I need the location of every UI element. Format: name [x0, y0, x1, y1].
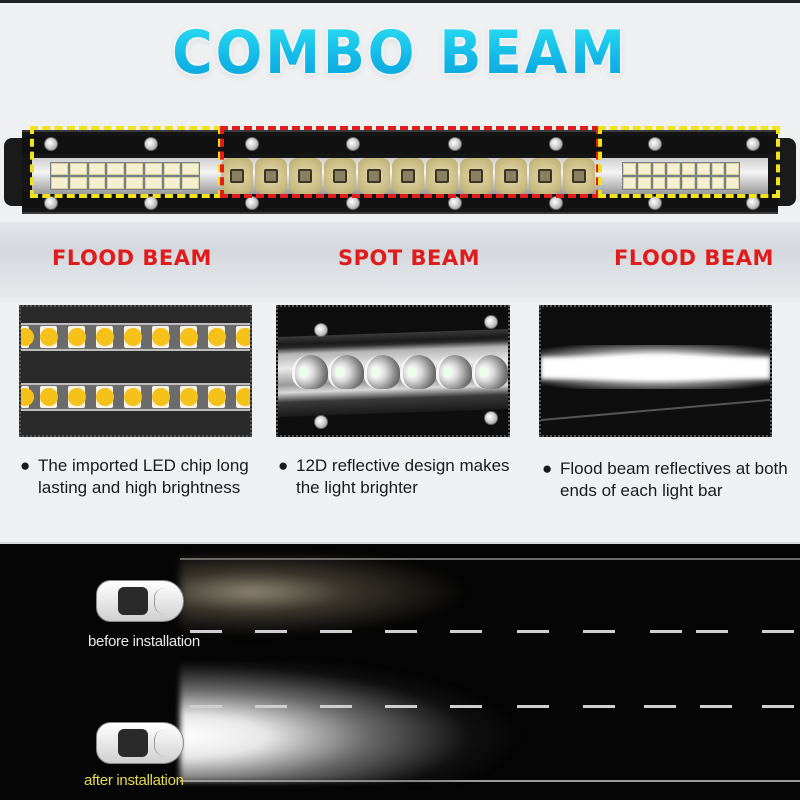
screw-icon	[484, 411, 498, 425]
beam-core	[541, 357, 770, 379]
screw-icon	[448, 196, 462, 210]
screw-icon	[144, 137, 158, 151]
reflector-cup	[364, 355, 400, 389]
spot-zone-outline	[220, 126, 600, 198]
lane-divider-after	[190, 705, 800, 708]
road-edge-line	[541, 398, 770, 421]
flood-led-grid-right	[622, 162, 740, 190]
led-chip-row	[21, 383, 250, 411]
top-border	[0, 0, 800, 3]
screw-icon	[314, 323, 328, 337]
screw-icon	[746, 196, 760, 210]
flood-beam-label-right: FLOOD BEAM	[614, 246, 774, 270]
bar-reflection	[0, 222, 800, 302]
car-icon-before	[96, 580, 184, 622]
led-emitter	[300, 367, 307, 377]
lane-divider-before	[190, 630, 800, 633]
spot-lens	[255, 158, 288, 194]
spot-lens	[289, 158, 322, 194]
reflector-cup	[472, 355, 508, 389]
screw-icon	[44, 196, 58, 210]
reflector-cup	[400, 355, 436, 389]
flood-beam-label-left: FLOOD BEAM	[52, 246, 212, 270]
before-after-comparison: before installation after installation	[0, 542, 800, 800]
led-emitter	[408, 367, 415, 377]
led-chip-row	[21, 323, 250, 351]
reflector-cup	[292, 355, 328, 389]
before-installation-caption: before installation	[88, 633, 200, 650]
screw-icon	[549, 196, 563, 210]
screw-icon	[648, 137, 662, 151]
screw-icon	[144, 196, 158, 210]
light-bar-image	[0, 118, 800, 218]
spot-lens	[357, 158, 390, 194]
flood-zone-outline-right	[598, 126, 780, 198]
feature-image-led-chip	[19, 305, 252, 437]
reflector-cup	[436, 355, 472, 389]
spot-beam-label: SPOT BEAM	[338, 246, 481, 270]
led-emitter	[444, 367, 451, 377]
feature-caption-flood-reflectives: ● Flood beam reflectives at both ends of…	[542, 458, 792, 502]
reflector-cup	[328, 355, 364, 389]
light-bar-housing	[22, 130, 778, 214]
screw-icon	[484, 315, 498, 329]
after-installation-caption: after installation	[84, 772, 184, 789]
feature-image-flood-beam	[539, 305, 772, 437]
page-title: COMBO BEAM	[32, 18, 768, 88]
screw-icon	[346, 137, 360, 151]
car-icon-after	[96, 722, 184, 764]
feature-caption-led-chip: ● The imported LED chip long lasting and…	[20, 455, 260, 499]
feature-caption-12d-reflector: ● 12D reflective design makes the light …	[278, 455, 528, 499]
screw-icon	[448, 137, 462, 151]
screw-icon	[549, 137, 563, 151]
spot-lens	[221, 158, 254, 194]
spot-lens	[528, 158, 561, 194]
feature-image-12d-reflector	[276, 305, 510, 437]
bullet-icon: ●	[278, 456, 289, 475]
spot-lens	[460, 158, 493, 194]
screw-icon	[245, 137, 259, 151]
feature-caption-text: 12D reflective design makes the light br…	[296, 456, 510, 497]
spot-lens	[494, 158, 527, 194]
bullet-icon: ●	[20, 456, 31, 475]
spot-lens-row	[220, 158, 596, 194]
spot-lens	[426, 158, 459, 194]
spot-lens	[391, 158, 425, 194]
feature-caption-text: The imported LED chip long lasting and h…	[38, 456, 249, 497]
beam-after-installation	[180, 662, 800, 782]
screw-icon	[44, 137, 58, 151]
feature-caption-text: Flood beam reflectives at both ends of e…	[560, 459, 788, 500]
bullet-icon: ●	[542, 459, 553, 478]
screw-icon	[648, 196, 662, 210]
flood-led-grid-left	[50, 162, 200, 190]
screw-icon	[746, 137, 760, 151]
flood-zone-outline-left	[30, 126, 222, 198]
screw-icon	[314, 415, 328, 429]
beam-before-installation	[180, 556, 540, 636]
led-emitter	[372, 367, 379, 377]
screw-icon	[346, 196, 360, 210]
led-emitter	[480, 367, 487, 377]
spot-lens	[323, 158, 356, 194]
spot-lens	[562, 158, 596, 194]
screw-icon	[245, 196, 259, 210]
bar-rail-top	[22, 136, 778, 154]
led-emitter	[336, 367, 343, 377]
